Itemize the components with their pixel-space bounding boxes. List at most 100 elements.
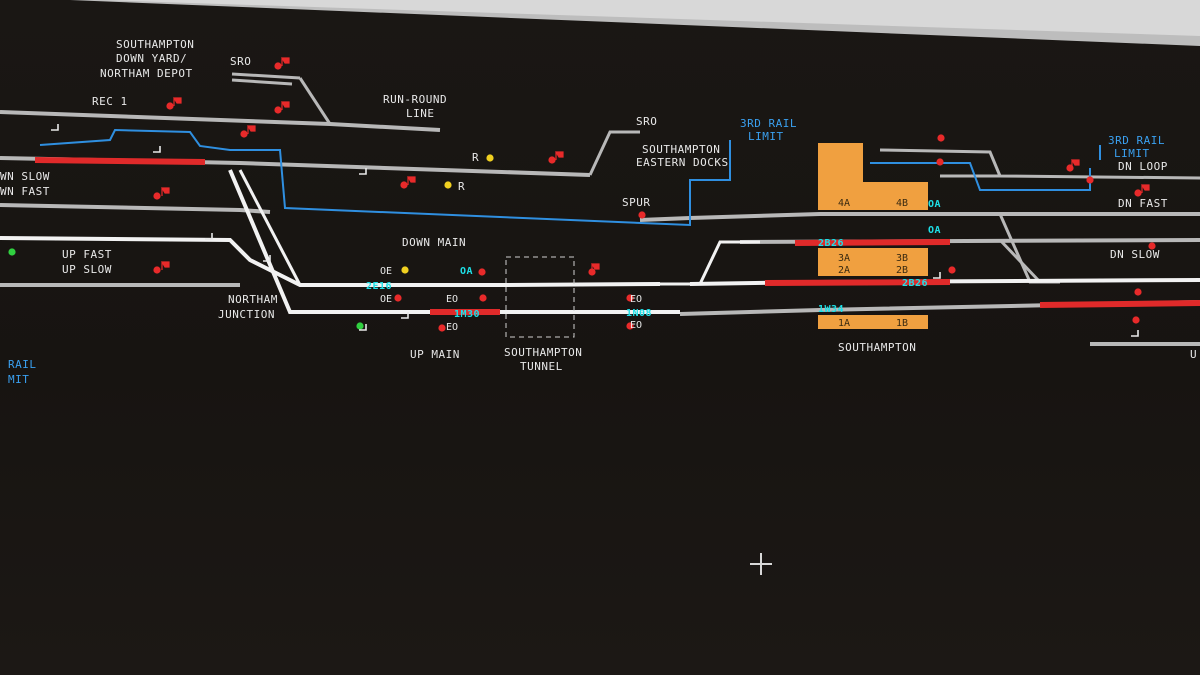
signal-red-6[interactable] xyxy=(153,192,161,200)
signal-red-11[interactable] xyxy=(626,294,634,302)
signal-yellow-r1[interactable] xyxy=(486,154,494,162)
signal-tag-eo-3[interactable]: EO xyxy=(630,294,642,305)
up-slow-label: UP SLOW xyxy=(62,263,112,276)
signal-red-12[interactable] xyxy=(438,324,446,332)
down-main-label: DOWN MAIN xyxy=(402,236,466,249)
signal-flag-8[interactable] xyxy=(590,263,600,272)
signal-red-22[interactable] xyxy=(948,266,956,274)
tunnel-label-line1: SOUTHAMPTON xyxy=(504,346,582,359)
signal-red-23[interactable] xyxy=(638,211,646,219)
route-mark-0 xyxy=(51,124,59,131)
route-indicator-r2: R xyxy=(458,180,465,193)
platform-3b-label: 3B xyxy=(896,253,908,264)
headcode-1w34[interactable]: 1W34 xyxy=(818,304,844,315)
signal-red-15[interactable] xyxy=(937,134,945,142)
run-round-label-line1: RUN-ROUND xyxy=(383,93,447,106)
third-rail-limit-label-a2: LIMIT xyxy=(748,130,784,143)
signal-red-20[interactable] xyxy=(1134,288,1142,296)
route-mark-5 xyxy=(359,324,367,331)
signal-flag-9[interactable] xyxy=(1070,159,1080,168)
crosshair-cursor xyxy=(750,553,772,575)
tunnel-outline xyxy=(505,256,575,338)
signal-flag-1[interactable] xyxy=(172,97,182,106)
track-sro-west-b xyxy=(231,78,293,86)
down-yard-label-line3: NORTHAM DEPOT xyxy=(100,67,193,80)
sro-label-west: SRO xyxy=(230,55,251,68)
track-crossover-east-b xyxy=(998,238,1042,284)
dn-fast-label: DN FAST xyxy=(1118,197,1168,210)
signal-red-19[interactable] xyxy=(1148,242,1156,250)
signal-red-8[interactable] xyxy=(478,268,486,276)
route-mark-7 xyxy=(1131,330,1139,337)
signal-flag-10[interactable] xyxy=(1140,184,1150,193)
route-up-fast xyxy=(0,236,661,287)
headcode-2b26-platform2[interactable]: 2B26 xyxy=(902,278,928,289)
signal-yellow-oe[interactable] xyxy=(401,266,409,274)
platform-2b-label: 2B xyxy=(896,265,908,276)
occupied-platform-2 xyxy=(764,279,951,286)
signal-flag-4[interactable] xyxy=(554,151,564,160)
signal-flag-2[interactable] xyxy=(280,101,290,110)
signal-red-1[interactable] xyxy=(166,102,174,110)
third-rail-limit-label-c2: MIT xyxy=(8,373,29,386)
signal-red-7[interactable] xyxy=(153,266,161,274)
signal-red-21[interactable] xyxy=(1132,316,1140,324)
signal-tag-oa-2[interactable]: OA xyxy=(928,199,941,210)
signal-red-16[interactable] xyxy=(936,158,944,166)
headcode-1m30[interactable]: 1M30 xyxy=(454,309,480,320)
platform-1a-label: 1A xyxy=(838,318,850,329)
signal-red-24[interactable] xyxy=(1086,176,1094,184)
signal-red-14[interactable] xyxy=(394,294,402,302)
signal-red-0[interactable] xyxy=(274,62,282,70)
signal-green-up-main[interactable] xyxy=(356,322,364,330)
signal-yellow-r2[interactable] xyxy=(444,181,452,189)
signal-red-2[interactable] xyxy=(274,106,282,114)
route-indicator-r1: R xyxy=(472,151,479,164)
signal-red-4[interactable] xyxy=(548,156,556,164)
signal-tag-eo-1[interactable]: EO xyxy=(446,294,458,305)
dn-loop-label: DN LOOP xyxy=(1118,160,1168,173)
signal-flag-0[interactable] xyxy=(280,57,290,66)
signal-flag-6[interactable] xyxy=(160,187,170,196)
route-mark-1 xyxy=(153,146,161,153)
signal-tag-oe-2[interactable]: OE xyxy=(380,294,392,305)
platform-2-3 xyxy=(818,248,928,276)
signal-tag-oa-3[interactable]: OA xyxy=(928,225,941,236)
route-mark-2 xyxy=(205,233,213,240)
signal-flag-3[interactable] xyxy=(246,125,256,134)
route-mark-3 xyxy=(263,255,271,262)
signal-red-18[interactable] xyxy=(1134,189,1142,197)
signal-flag-7[interactable] xyxy=(160,261,170,270)
signal-tags: OE OE EO EO EO EO OA OA OA xyxy=(380,199,941,333)
signal-tag-eo-4[interactable]: EO xyxy=(630,320,642,331)
signal-red-3[interactable] xyxy=(240,130,248,138)
third-rail-limit-label-b2: LIMIT xyxy=(1114,147,1150,160)
signal-flag-5[interactable] xyxy=(406,176,416,185)
third-rail-west xyxy=(39,128,731,227)
signal-red-5[interactable] xyxy=(400,181,408,189)
track-spur-dn-fast xyxy=(639,212,1200,222)
platform-3a-label: 3A xyxy=(838,253,850,264)
signal-tag-oe-1[interactable]: OE xyxy=(380,266,392,277)
occupied-up-right xyxy=(1039,300,1200,308)
track-eastern-docks xyxy=(588,130,640,176)
third-rail-limit-label-b1: 3RD RAIL xyxy=(1108,134,1165,147)
route-up-main xyxy=(228,169,680,314)
signal-green-up-fast[interactable] xyxy=(8,248,16,256)
eastern-docks-label-line1: SOUTHAMPTON xyxy=(642,143,720,156)
route-junction-up-fast xyxy=(238,169,302,286)
track-down-fast xyxy=(0,203,271,214)
headcode-1n08[interactable]: 1N08 xyxy=(626,308,652,319)
track-sro-connection xyxy=(298,77,332,125)
platform-4a-label: 4A xyxy=(838,198,850,209)
occupied-down-slow xyxy=(34,157,206,165)
signal-red-10[interactable] xyxy=(479,294,487,302)
run-round-label-line2: LINE xyxy=(406,107,435,120)
signal-tag-eo-2[interactable]: EO xyxy=(446,322,458,333)
signal-red-13[interactable] xyxy=(626,322,634,330)
headcode-2b26-platform3[interactable]: 2B26 xyxy=(818,238,844,249)
signal-tag-oa-1[interactable]: OA xyxy=(460,266,473,277)
platform-1b-label: 1B xyxy=(896,318,908,329)
headcode-2e16[interactable]: 2E16 xyxy=(366,281,392,292)
